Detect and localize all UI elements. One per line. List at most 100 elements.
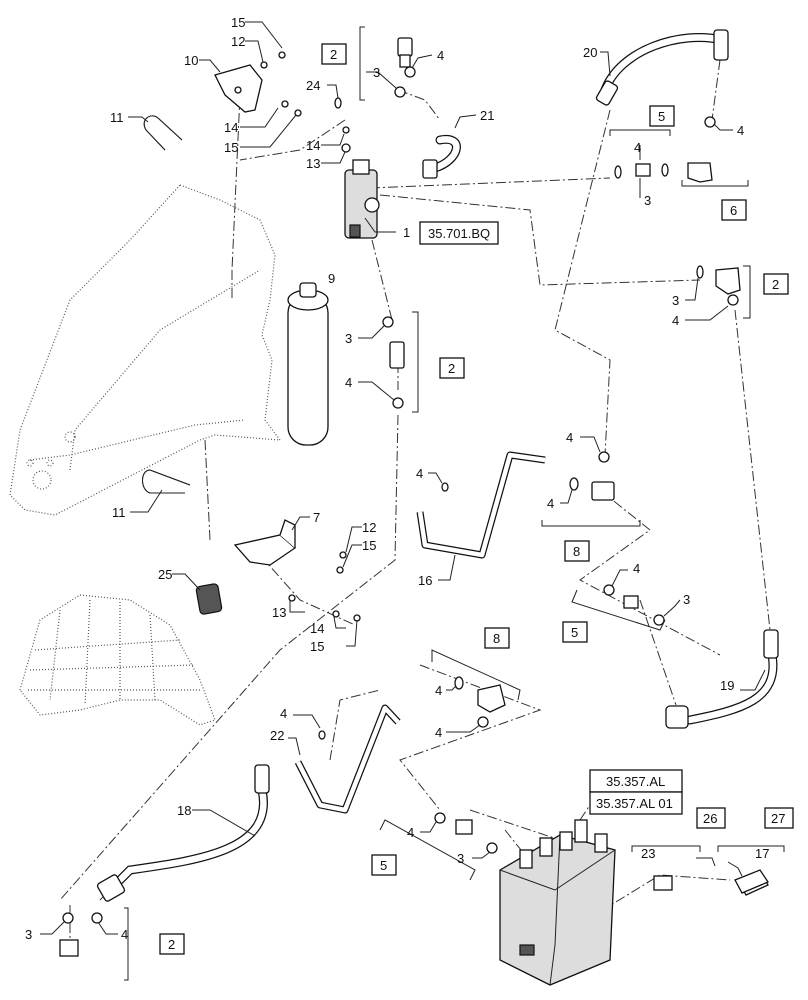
callout-4: 4 <box>435 725 442 740</box>
callout-4: 4 <box>737 123 744 138</box>
callout-17: 17 <box>755 846 769 861</box>
callout-15: 15 <box>224 140 238 155</box>
svg-text:2: 2 <box>330 47 337 62</box>
svg-text:5: 5 <box>658 109 665 124</box>
callout-4: 4 <box>672 313 679 328</box>
callout-20: 20 <box>583 45 597 60</box>
callout-3: 3 <box>373 65 380 80</box>
callout-3: 3 <box>683 592 690 607</box>
svg-text:35.357.AL 01: 35.357.AL 01 <box>596 796 673 811</box>
svg-text:6: 6 <box>730 203 737 218</box>
fittings <box>59 37 769 957</box>
callout-13: 13 <box>272 605 286 620</box>
callout-4: 4 <box>280 706 287 721</box>
u-bolt-top <box>143 115 183 151</box>
routing-lines <box>59 59 771 950</box>
tubes <box>294 451 546 814</box>
callout-11: 11 <box>112 505 126 520</box>
svg-text:2: 2 <box>448 361 455 376</box>
svg-text:5: 5 <box>380 858 387 873</box>
callout-23: 23 <box>641 846 655 861</box>
kit-box-2: 2 <box>763 273 789 295</box>
kit-box-8: 8 <box>564 540 590 562</box>
callout-12: 12 <box>231 34 245 49</box>
callout-11: 11 <box>110 110 124 125</box>
kit-box-2: 2 <box>159 933 185 955</box>
callout-14: 14 <box>310 621 324 636</box>
callout-3: 3 <box>672 293 679 308</box>
control-valve <box>499 819 616 986</box>
leader-lines <box>40 21 766 935</box>
callout-4: 4 <box>407 825 414 840</box>
kit-box-5: 5 <box>649 105 675 127</box>
callout-3: 3 <box>457 851 464 866</box>
reference-boxes: 35.701.BQ 35.357.AL 35.357.AL 01 <box>419 221 683 815</box>
bracket-lower <box>233 519 297 566</box>
callout-4: 4 <box>633 561 640 576</box>
kit-box-5: 5 <box>562 621 588 643</box>
callout-3: 3 <box>25 927 32 942</box>
kit-boxes: 2 2 2 2 5 5 5 6 <box>159 43 794 955</box>
callout-12: 12 <box>362 520 376 535</box>
callout-9: 9 <box>328 271 335 286</box>
callout-1: 1 <box>403 225 410 240</box>
ref-valve: 35.701.BQ <box>419 221 499 245</box>
callout-15: 15 <box>310 639 324 654</box>
hoses <box>96 29 779 902</box>
callout-14: 14 <box>306 138 320 153</box>
callout-4: 4 <box>634 140 641 155</box>
svg-text:35.701.BQ: 35.701.BQ <box>428 226 490 241</box>
electrical-connector <box>195 583 223 615</box>
svg-text:26: 26 <box>703 811 717 826</box>
sensors <box>734 869 769 894</box>
cab-mat <box>19 594 216 726</box>
callout-21: 21 <box>480 108 494 123</box>
callout-3: 3 <box>644 193 651 208</box>
callouts: 15 12 10 11 14 15 24 14 13 3 4 21 20 4 4… <box>25 15 769 942</box>
valve-block <box>344 159 380 239</box>
callout-22: 22 <box>270 728 284 743</box>
callout-25: 25 <box>158 567 172 582</box>
kit-box-26: 26 <box>696 807 726 829</box>
callout-7: 7 <box>313 510 320 525</box>
callout-15: 15 <box>231 15 245 30</box>
svg-text:2: 2 <box>772 277 779 292</box>
callout-4: 4 <box>435 683 442 698</box>
bracket-top <box>214 64 263 113</box>
ref-control-valve: 35.357.AL 35.357.AL 01 <box>589 769 683 815</box>
svg-text:2: 2 <box>168 937 175 952</box>
svg-text:27: 27 <box>771 811 785 826</box>
kit-box-27: 27 <box>764 807 794 829</box>
kit-brackets <box>124 26 785 981</box>
callout-4: 4 <box>566 430 573 445</box>
kit-box-2: 2 <box>439 357 465 379</box>
kit-box-8: 8 <box>484 627 510 649</box>
kit-box-6: 6 <box>721 199 747 221</box>
callout-4: 4 <box>416 466 423 481</box>
callout-3: 3 <box>345 331 352 346</box>
callout-13: 13 <box>306 156 320 171</box>
callout-4: 4 <box>345 375 352 390</box>
callout-19: 19 <box>720 678 734 693</box>
o-rings <box>62 51 739 924</box>
callout-4: 4 <box>437 48 444 63</box>
kit-box-2: 2 <box>321 43 347 65</box>
callout-4: 4 <box>547 496 554 511</box>
svg-text:8: 8 <box>493 631 500 646</box>
svg-text:8: 8 <box>573 544 580 559</box>
accumulator <box>287 282 329 446</box>
svg-text:5: 5 <box>571 625 578 640</box>
callout-15: 15 <box>362 538 376 553</box>
callout-24: 24 <box>306 78 320 93</box>
callout-16: 16 <box>418 573 432 588</box>
callout-14: 14 <box>224 120 238 135</box>
frame-outline <box>9 184 282 516</box>
callout-4: 4 <box>121 927 128 942</box>
callout-18: 18 <box>177 803 191 818</box>
callout-10: 10 <box>184 53 198 68</box>
svg-text:35.357.AL: 35.357.AL <box>606 774 665 789</box>
u-bolt-lower <box>142 469 191 494</box>
kit-box-5: 5 <box>371 854 397 876</box>
